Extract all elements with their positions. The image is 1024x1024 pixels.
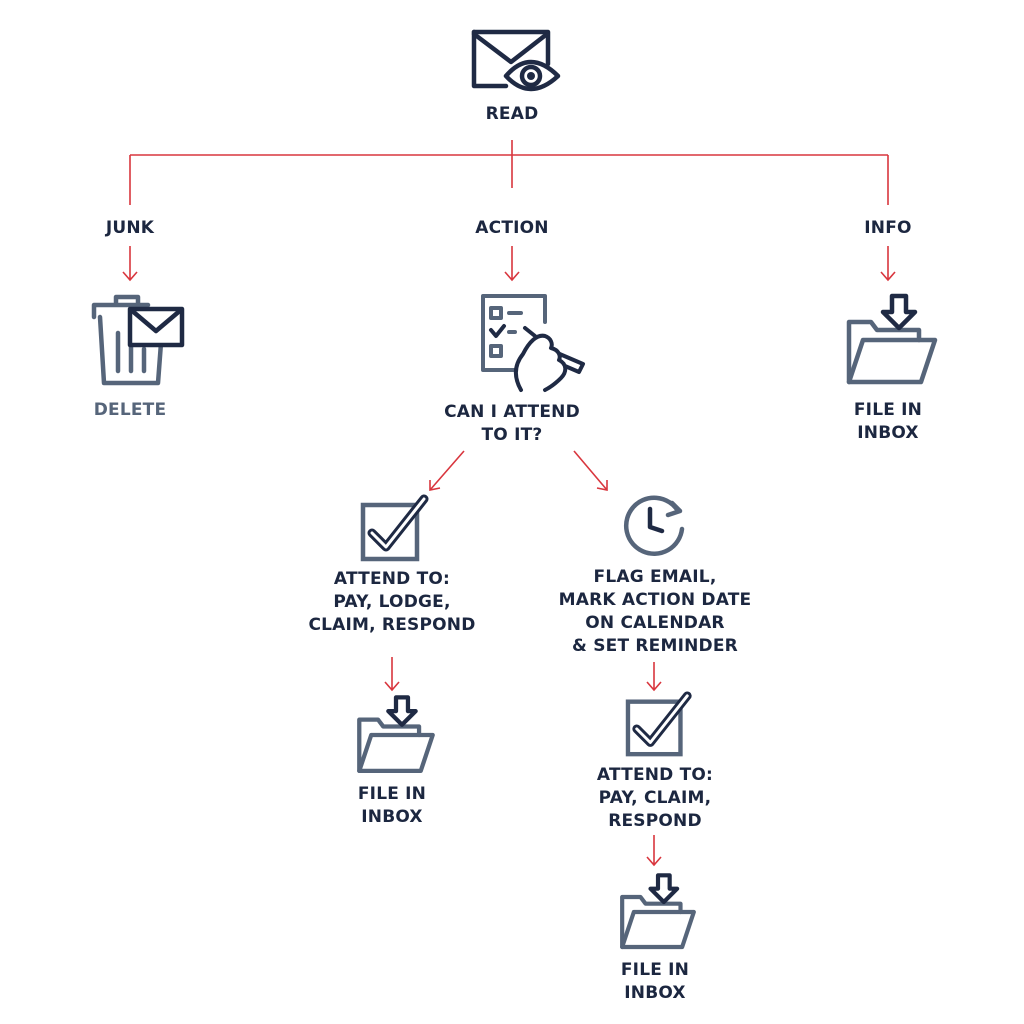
attend-now-label: ATTEND TO: PAY, LODGE, CLAIM, RESPOND — [308, 569, 476, 635]
arrow-junk-to-delete — [122, 246, 138, 282]
folder-download-icon — [357, 695, 435, 774]
info-label: INFO — [864, 218, 912, 238]
checklist-hand-pen-icon — [481, 294, 585, 392]
arrow-flag-to-attend — [646, 662, 662, 692]
arrow-attend-to-file — [384, 657, 400, 692]
read-label: READ — [485, 104, 539, 124]
connector-read-to-branches — [129, 140, 889, 205]
attend-now-file-label: FILE IN INBOX — [357, 784, 427, 827]
arrow-attend-later-to-file — [646, 835, 662, 867]
folder-download-icon — [620, 873, 696, 950]
delete-label: DELETE — [93, 400, 167, 420]
folder-download-icon — [846, 293, 938, 385]
attend-later-file-label: FILE IN INBOX — [620, 960, 690, 1003]
question-label: CAN I ATTEND TO IT? — [444, 402, 580, 445]
envelope-eye-icon — [471, 29, 561, 92]
junk-label: JUNK — [105, 218, 155, 238]
arrow-action-to-question — [504, 246, 520, 282]
checkbox-check-icon — [360, 494, 429, 562]
arrow-question-to-flag — [573, 450, 608, 491]
checkbox-check-icon — [625, 691, 692, 757]
arrow-info-to-file — [880, 246, 896, 282]
arrow-question-to-attend — [429, 450, 465, 491]
flag-label: FLAG EMAIL, MARK ACTION DATE ON CALENDAR… — [558, 567, 752, 656]
clock-icon — [623, 495, 685, 556]
action-label: ACTION — [475, 218, 549, 238]
attend-later-label: ATTEND TO: PAY, CLAIM, RESPOND — [596, 765, 714, 831]
trash-envelope-icon — [91, 294, 185, 386]
info-file-label: FILE IN INBOX — [853, 400, 923, 443]
